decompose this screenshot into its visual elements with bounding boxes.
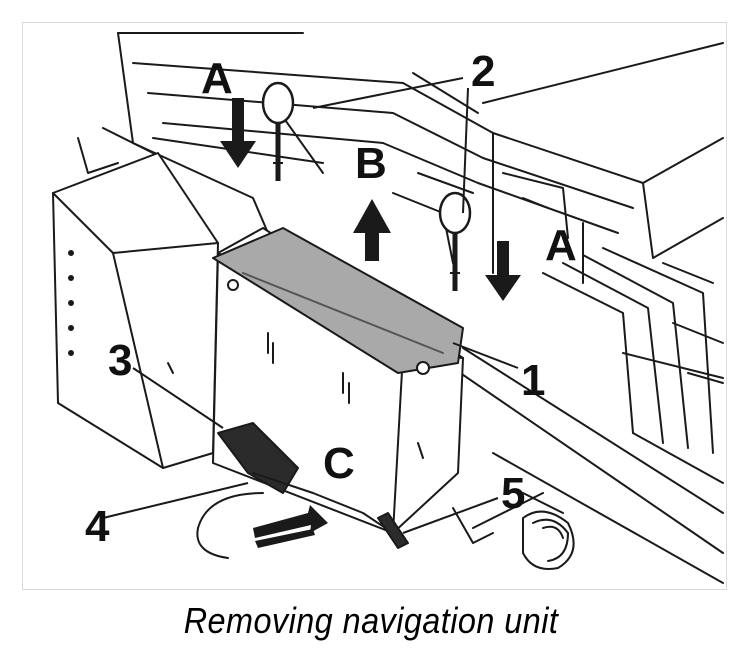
chassis-outline [117, 32, 724, 584]
pull-out-arrow-icon [253, 505, 328, 548]
connector-and-cable [196, 422, 575, 570]
arrow-label-a-left: A [201, 54, 233, 103]
figure-caption: Removing navigation unit [183, 600, 559, 641]
release-key-icon [438, 191, 472, 291]
leader-lines [102, 77, 519, 534]
left-module [52, 127, 219, 469]
push-down-arrow-icon [485, 241, 521, 301]
push-down-arrow-icon [220, 98, 256, 168]
arrow-label-b: B [355, 139, 387, 188]
illustration: A B A C 2 1 3 4 5 [22, 22, 727, 590]
callout-5: 5 [501, 469, 525, 518]
arrow-label-a-right: A [545, 221, 577, 270]
callout-1: 1 [521, 356, 545, 405]
lift-up-arrow-icon [353, 199, 391, 261]
technical-illustration: A B A C 2 1 3 4 5 [52, 32, 724, 584]
callout-3: 3 [108, 336, 132, 385]
callout-2: 2 [471, 47, 495, 96]
arrow-label-c: C [323, 439, 355, 488]
release-key-icon [261, 81, 295, 181]
callout-4: 4 [85, 502, 110, 551]
